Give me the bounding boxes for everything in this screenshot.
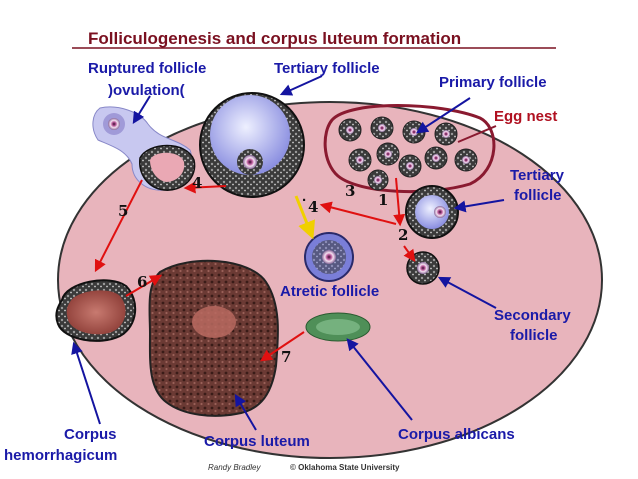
step-number: 6 — [137, 273, 147, 291]
label-ruptured-follicle: Ruptured follicle — [88, 60, 206, 77]
label-corpus-albicans: Corpus albicans — [398, 426, 515, 443]
red-step-arrows — [94, 177, 416, 362]
egg-nest-follicles — [338, 116, 478, 191]
step-number: 5 — [118, 202, 128, 220]
corpus-albicans — [305, 312, 371, 342]
label-corpus-hemorrhagicum: Corpus — [64, 426, 117, 443]
credit-author: Randy Bradley — [208, 463, 261, 472]
step-number: 3 — [345, 182, 355, 200]
step-number: 2 — [398, 226, 408, 244]
label-tertiary-right-2: follicle — [514, 187, 562, 204]
step-number: 4 — [308, 198, 318, 216]
label-secondary-follicle-2: follicle — [510, 327, 558, 344]
tertiary-follicle-right — [405, 185, 459, 239]
label-tertiary-top: Tertiary follicle — [274, 60, 380, 77]
atretic-follicle — [304, 232, 354, 282]
step-number: 1 — [378, 191, 388, 209]
label-ovulation: )ovulation( — [108, 82, 185, 99]
step-mark: · — [302, 192, 307, 209]
label-corpus-hemorrhagicum-2: hemorrhagicum — [4, 447, 117, 464]
egg-nest-outline — [323, 104, 496, 194]
corpus-luteum — [148, 259, 279, 417]
corpus-hemorrhagicum — [55, 279, 137, 342]
diagram-title: Folliculogenesis and corpus luteum forma… — [88, 29, 461, 48]
label-secondary-follicle: Secondary — [494, 307, 571, 324]
blue-pointer-arrows — [71, 75, 505, 431]
atresia-arrow — [294, 195, 316, 240]
label-tertiary-right: Tertiary — [510, 167, 565, 184]
label-egg-nest: Egg nest — [494, 108, 557, 125]
egg-nest-pointer — [457, 125, 497, 143]
label-atretic-follicle: Atretic follicle — [280, 283, 379, 300]
ruptured-follicle — [92, 106, 196, 191]
label-corpus-luteum: Corpus luteum — [204, 433, 310, 450]
label-primary-follicle: Primary follicle — [439, 74, 547, 91]
credit-university: © Oklahoma State University — [290, 463, 400, 472]
tertiary-follicle-top — [199, 92, 305, 198]
step-number: 7 — [281, 348, 291, 366]
step-number: 4 — [192, 174, 202, 192]
